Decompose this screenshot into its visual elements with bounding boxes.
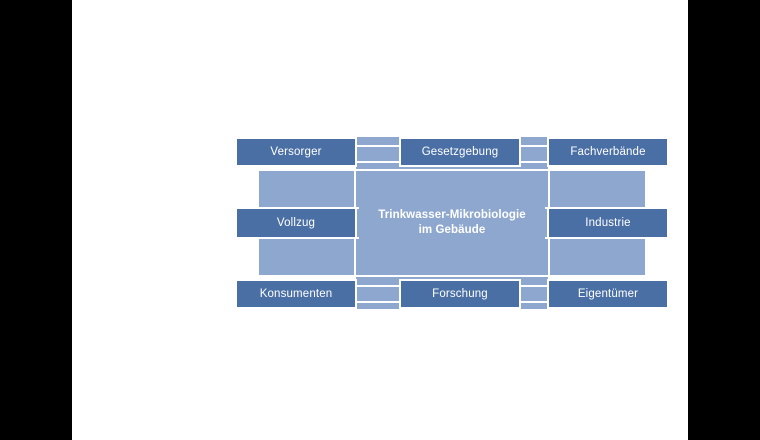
hub-outline-top — [259, 169, 645, 171]
hub-label-line-1: Trinkwasser-Mikrobiologie — [378, 209, 526, 221]
node-industrie-label: Industrie — [585, 217, 631, 229]
node-forschung[interactable]: Forschung — [399, 279, 521, 309]
node-fachverbaende[interactable]: Fachverbände — [547, 137, 669, 167]
node-vollzug-label: Vollzug — [276, 217, 316, 229]
hub-edge-left-top — [257, 169, 259, 209]
hub-label-line-2: im Gebäude — [418, 224, 486, 236]
connector-konsumenten-forschung — [353, 285, 401, 303]
document-page: Trinkwasser-Mikrobiologie im Gebäude Ver… — [72, 0, 688, 440]
node-versorger[interactable]: Versorger — [235, 137, 357, 167]
node-eigentuemer-label: Eigentümer — [577, 288, 639, 300]
node-gesetzgebung-label: Gesetzgebung — [421, 146, 499, 158]
hub-arm-right-bottom — [545, 239, 645, 275]
hub-edge-left-bottom — [257, 237, 259, 277]
node-gesetzgebung[interactable]: Gesetzgebung — [399, 137, 521, 167]
stakeholder-diagram: Trinkwasser-Mikrobiologie im Gebäude Ver… — [235, 137, 669, 309]
node-forschung-label: Forschung — [432, 288, 488, 300]
hub-edge-right-bottom — [645, 237, 647, 277]
hub-arm-right-top — [545, 171, 645, 207]
hub-label: Trinkwasser-Mikrobiologie im Gebäude — [356, 199, 548, 247]
node-vollzug[interactable]: Vollzug — [235, 207, 357, 239]
node-fachverbaende-label: Fachverbände — [570, 146, 646, 158]
connector-versorger-gesetzgebung — [353, 145, 401, 163]
node-eigentuemer[interactable]: Eigentümer — [547, 279, 669, 309]
node-industrie[interactable]: Industrie — [547, 207, 669, 239]
hub-arm-left-bottom — [259, 239, 359, 275]
node-konsumenten[interactable]: Konsumenten — [235, 279, 357, 309]
node-konsumenten-label: Konsumenten — [259, 288, 333, 300]
node-versorger-label: Versorger — [270, 146, 322, 158]
hub-outline-bottom — [259, 275, 645, 277]
hub-arm-left-top — [259, 171, 359, 207]
hub-edge-right-top — [645, 169, 647, 209]
